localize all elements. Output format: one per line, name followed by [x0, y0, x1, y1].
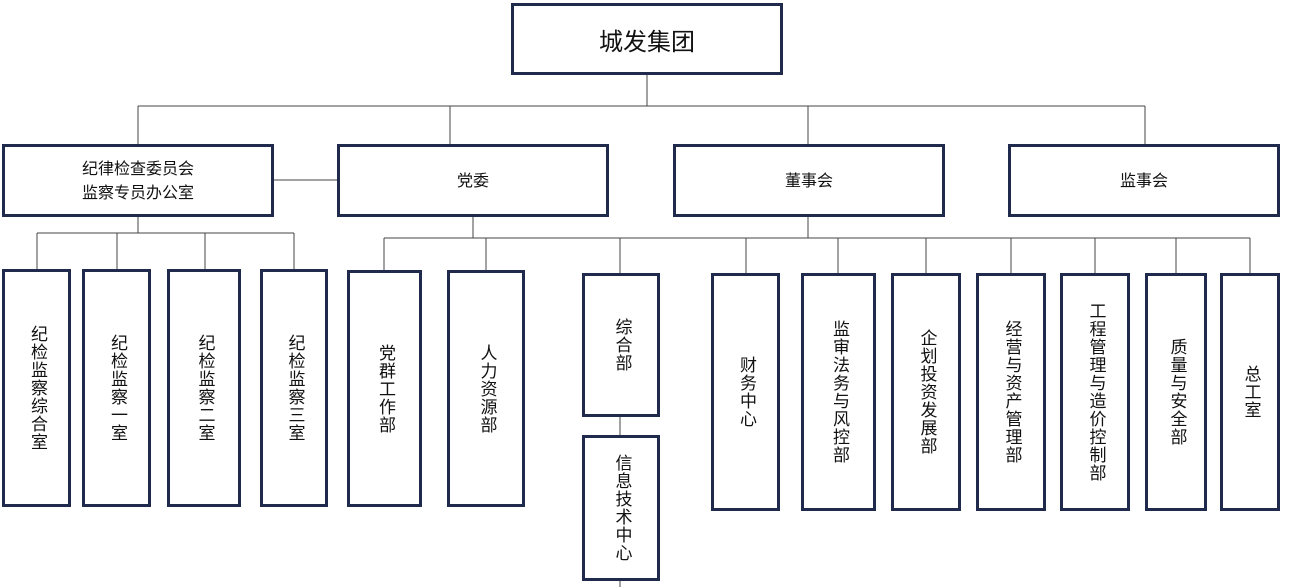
supervisors-label: 监事会: [1119, 170, 1168, 190]
root-label: 城发集团: [599, 27, 695, 56]
discipline-committee-node: 纪律检查委员会 监察专员办公室: [2, 144, 274, 217]
board-node: 董事会: [673, 144, 945, 217]
board-unit-node: 监审法务与风控部: [801, 273, 876, 511]
party-committee-node: 党委: [337, 144, 609, 217]
discipline-unit-node: 纪检监察一室: [82, 269, 151, 507]
party-unit-label: 党群工作部: [375, 343, 395, 434]
party-unit-node: 人力资源部: [447, 270, 525, 507]
board-unit-node: 质量与安全部: [1145, 273, 1207, 511]
board-unit-node: 总工室: [1220, 273, 1280, 511]
party-label: 党委: [456, 170, 489, 190]
board-unit-node: 财务中心: [711, 273, 780, 511]
general-office-label: 综合部: [611, 318, 632, 372]
it-center-label: 信息技术中心: [611, 454, 632, 562]
board-unit-label: 总工室: [1240, 365, 1261, 419]
discipline-unit-node: 纪检监察二室: [167, 269, 241, 507]
supervisors-node: 监事会: [1008, 144, 1280, 217]
board-unit-node: 经营与资产管理部: [976, 273, 1046, 511]
discipline-unit-label: 纪检监察二室: [194, 334, 215, 442]
board-label: 董事会: [784, 170, 833, 190]
it-center-node: 信息技术中心: [582, 435, 660, 581]
board-unit-label: 质量与安全部: [1166, 338, 1187, 446]
board-unit-node: 企划投资发展部: [891, 273, 961, 511]
discipline-unit-node: 纪检监察综合室: [2, 269, 71, 507]
general-office-node: 综合部: [582, 273, 660, 417]
party-unit-node: 党群工作部: [347, 270, 422, 507]
board-unit-label: 企划投资发展部: [916, 329, 937, 455]
board-unit-label: 财务中心: [736, 356, 756, 428]
discipline-unit-node: 纪检监察三室: [260, 269, 328, 507]
discipline-unit-label: 纪检监察一室: [107, 334, 127, 442]
party-unit-label: 人力资源部: [476, 343, 497, 434]
discipline-label-line2: 监察专员办公室: [81, 182, 194, 202]
discipline-unit-label: 纪检监察综合室: [27, 325, 47, 451]
discipline-label-line1: 纪律检查委员会: [81, 159, 194, 179]
board-unit-node: 工程管理与造价控制部: [1060, 273, 1130, 511]
discipline-unit-label: 纪检监察三室: [284, 334, 305, 442]
board-unit-label: 监审法务与风控部: [829, 320, 849, 464]
root-node: 城发集团: [511, 3, 783, 75]
board-unit-label: 经营与资产管理部: [1001, 320, 1022, 464]
board-unit-label: 工程管理与造价控制部: [1085, 302, 1106, 482]
